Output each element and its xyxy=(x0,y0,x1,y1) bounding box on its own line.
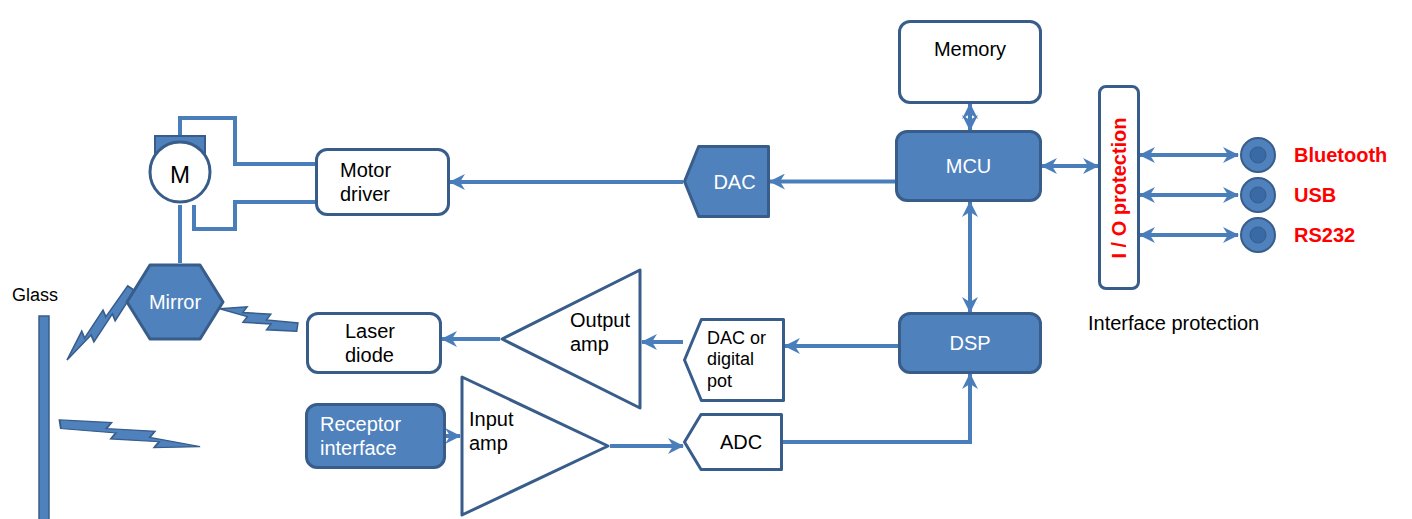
laser-diode-box: Laser diode xyxy=(306,312,442,374)
node-label: Laser diode xyxy=(345,319,417,367)
shape-fill xyxy=(127,265,223,339)
node-label: Output amp xyxy=(570,308,638,356)
signal-arrow xyxy=(1140,153,1238,157)
mirror-hexagon: Mirror xyxy=(125,263,225,341)
signal-arrow xyxy=(783,374,970,442)
signal-arrow xyxy=(785,344,898,348)
caption-label: Interface protection xyxy=(1088,312,1259,335)
shape-fill xyxy=(685,415,782,470)
node-label: ADC xyxy=(720,430,762,454)
signal-arrow xyxy=(968,104,972,130)
port-ring xyxy=(1241,218,1275,252)
port-core xyxy=(1250,187,1266,203)
signal-arrow xyxy=(968,202,972,312)
node-label: I / O protection xyxy=(1107,117,1131,258)
motor-driver-box: Motor driver xyxy=(315,148,450,216)
motor-symbol: M xyxy=(147,135,213,205)
port-ring xyxy=(1241,138,1275,172)
glass-bar xyxy=(8,283,68,519)
signal-arrow xyxy=(1140,233,1238,237)
node-label: Memory xyxy=(934,37,1006,61)
amplifier-triangle: Input amp xyxy=(460,375,610,517)
port-connector: USB xyxy=(1238,175,1402,215)
node-label: Mirror xyxy=(149,290,201,314)
shape-fill xyxy=(150,142,210,202)
memory-box: Memory xyxy=(898,20,1042,104)
shape-fill xyxy=(685,147,769,217)
node-label: Bluetooth xyxy=(1294,143,1387,167)
node-label: M xyxy=(170,161,190,190)
laser-beam xyxy=(218,294,299,342)
node-label: Receptor interface xyxy=(320,412,418,460)
signal-arrow xyxy=(1140,193,1238,197)
signal-arrow xyxy=(642,340,683,344)
node-label: RS232 xyxy=(1294,223,1355,247)
signal-arrow xyxy=(442,337,500,341)
signal-arrow xyxy=(610,444,683,448)
io-protection-box: I / O protection xyxy=(1098,85,1140,290)
motor-wire xyxy=(194,202,315,229)
dac-block: DAC or digital pot xyxy=(683,318,785,402)
mcu-box: MCU xyxy=(895,130,1042,202)
node-label: DAC or digital pot xyxy=(707,328,775,393)
adc-block: ADC xyxy=(683,413,783,471)
node-label: DSP xyxy=(949,331,990,355)
dac-block: DAC xyxy=(683,145,770,218)
glass-pane: Glass xyxy=(8,283,68,519)
port-ring xyxy=(1241,178,1275,212)
dsp-box: DSP xyxy=(898,312,1042,374)
shape-fill xyxy=(685,320,784,401)
node-label: MCU xyxy=(946,154,992,178)
node-label: Input amp xyxy=(469,407,527,455)
return-beam xyxy=(58,408,201,462)
node-label: DAC xyxy=(713,170,755,194)
shape-fill xyxy=(502,270,640,408)
node-label: Glass xyxy=(12,285,58,307)
shape-fill xyxy=(462,377,608,515)
lightning-bolt xyxy=(218,294,299,342)
port-core xyxy=(1250,227,1266,243)
node-label: USB xyxy=(1294,183,1336,207)
port-core xyxy=(1250,147,1266,163)
port-connector: RS232 xyxy=(1238,215,1402,255)
receptor-box: Receptor interface xyxy=(305,403,446,469)
signal-arrow xyxy=(450,180,683,184)
node-label: Motor driver xyxy=(340,158,412,206)
signal-arrow xyxy=(1042,164,1098,168)
amplifier-triangle: Output amp xyxy=(500,268,642,410)
port-connector: Bluetooth xyxy=(1238,135,1402,175)
signal-arrow xyxy=(446,434,460,438)
signal-arrow xyxy=(770,180,895,184)
lightning-bolt xyxy=(58,408,201,462)
glass-bar-fill xyxy=(39,316,49,519)
motor-wire xyxy=(178,205,182,263)
